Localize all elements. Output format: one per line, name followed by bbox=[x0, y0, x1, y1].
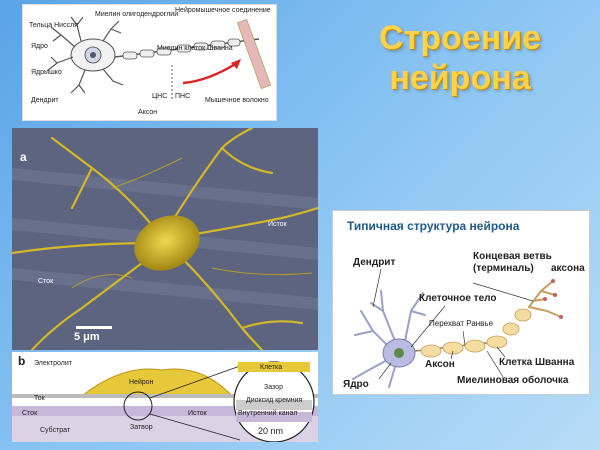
label-source: Исток bbox=[188, 410, 207, 417]
label-gate: Затвор bbox=[130, 424, 153, 431]
label-silicon-dioxide: Диоксид кремния bbox=[246, 397, 303, 404]
label-dendrite: Дендрит bbox=[31, 97, 59, 104]
label-axon-top: аксона bbox=[551, 263, 585, 274]
label-nucleolus: Ядрышко bbox=[31, 69, 62, 76]
label-substrate: Субстрат bbox=[40, 427, 71, 434]
typical-structure-panel: Типичная структура нейрона bbox=[332, 210, 590, 395]
label-cell: Клетка bbox=[260, 364, 283, 371]
label-axon: Аксон bbox=[138, 109, 158, 116]
title-line-1: Строение bbox=[379, 19, 541, 57]
label-oligodendroglia-myelin: Миелин олигодендроглии bbox=[95, 11, 179, 18]
label-myelin: Миелиновая оболочка bbox=[457, 375, 569, 386]
sem-micrograph: a Исток Сток 5 μm bbox=[12, 128, 318, 350]
label-electrolyte: Электролит bbox=[34, 360, 72, 367]
neuron-illustration bbox=[46, 16, 272, 99]
label-gap: Зазор bbox=[264, 384, 283, 391]
scale-label: 5 μm bbox=[74, 331, 100, 343]
label-schwann: Клетка Шванна bbox=[499, 357, 575, 368]
typical-structure-title: Типичная структура нейрона bbox=[347, 219, 520, 233]
label-muscle-fiber: Мышечное волокно bbox=[205, 97, 269, 104]
label-nissl: Тельца Ниссля bbox=[29, 22, 78, 29]
label-current: Ток bbox=[34, 395, 45, 402]
transistor-illustration bbox=[12, 361, 318, 442]
scale-bar bbox=[76, 326, 112, 329]
top-neuron-diagram: Тельца Ниссля Ядро Ядрышко Дендрит Аксон… bbox=[22, 4, 277, 121]
transistor-schematic: b Электролит Нейрон Клетка Ток Сток Исто… bbox=[12, 352, 318, 442]
page-title: Строение нейрона bbox=[335, 18, 585, 98]
label-nucleus-2: Ядро bbox=[343, 379, 369, 390]
label-neuromuscular: Нейромышечное соединение bbox=[175, 7, 271, 14]
label-axon-2: Аксон bbox=[425, 359, 455, 370]
label-schwann-myelin: Миелин клеток Шванна bbox=[157, 45, 233, 52]
label-neuron: Нейрон bbox=[129, 379, 154, 386]
label-cns: ЦНС bbox=[152, 93, 168, 100]
label-nucleus: Ядро bbox=[31, 43, 48, 50]
label-scale-20nm: 20 nm bbox=[258, 426, 284, 436]
label-istok: Исток bbox=[268, 221, 287, 228]
title-line-2: нейрона bbox=[389, 59, 531, 97]
label-cell-body: Клеточное тело bbox=[419, 293, 497, 304]
panel-a-label: a bbox=[20, 150, 27, 164]
label-pns: ПНС bbox=[175, 93, 191, 100]
label-terminal: Концевая ветвь (терминаль) bbox=[473, 251, 552, 274]
panel-b-label: b bbox=[18, 354, 26, 368]
neuron-micrograph-image bbox=[12, 128, 318, 350]
label-interception: Перехват Ранвье bbox=[429, 319, 494, 328]
typical-neuron-illustration bbox=[352, 268, 563, 388]
label-drain: Сток bbox=[22, 410, 38, 417]
label-stok: Сток bbox=[38, 278, 54, 285]
label-inner-channel: Внутренний канал bbox=[238, 410, 298, 417]
label-dendrite-2: Дендрит bbox=[353, 257, 396, 268]
